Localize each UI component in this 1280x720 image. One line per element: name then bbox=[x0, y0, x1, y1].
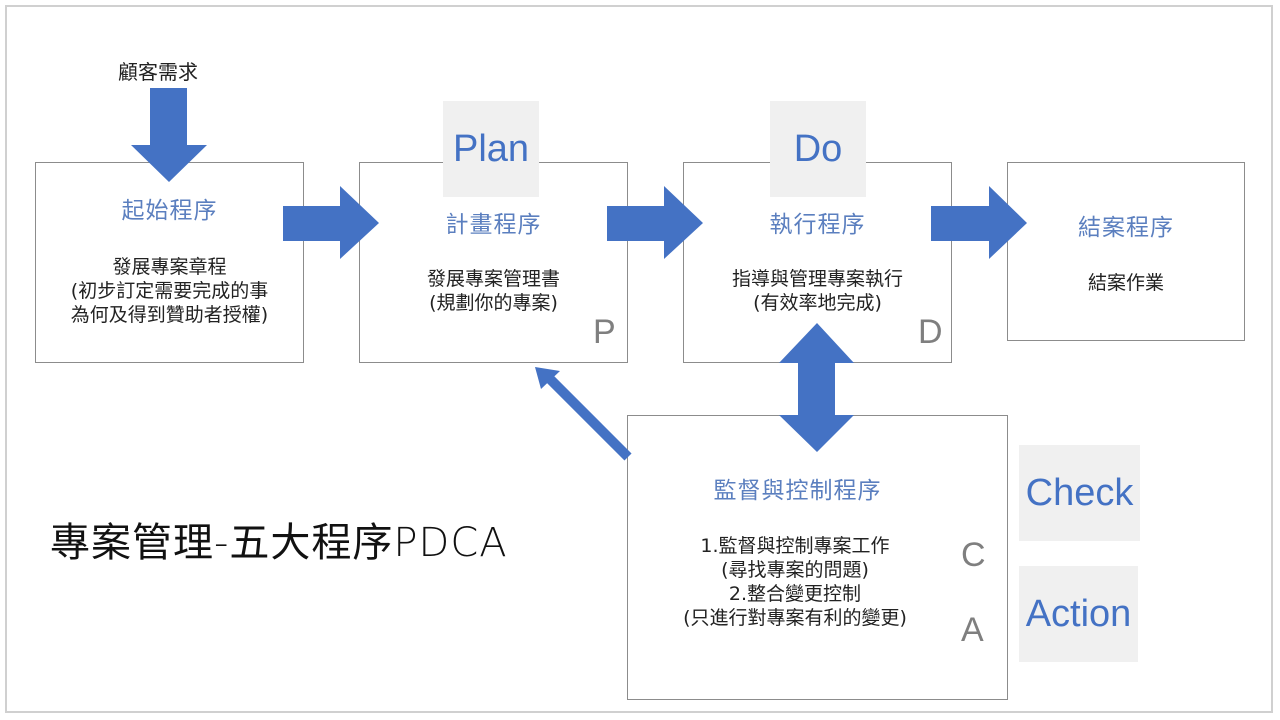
initiating-process-title: 起始程序 bbox=[121, 198, 218, 224]
monitoring-process-body: 1.監督與控制專案工作 (尋找專案的問題) 2.整合變更控制 (只進行對專案有利… bbox=[683, 535, 907, 629]
plan-letter-p: P bbox=[593, 313, 616, 351]
action-tag: Action bbox=[1019, 566, 1138, 662]
monitoring-to-planning-feedback-arrow bbox=[535, 367, 632, 461]
plan-tag: Plan bbox=[443, 101, 539, 197]
initiating-process-box: 起始程序 發展專案章程 (初步訂定需要完成的事 為何及得到贊助者授權) bbox=[35, 162, 304, 363]
action-letter-a: A bbox=[961, 611, 984, 649]
customer-demand-down-arrow bbox=[131, 88, 207, 182]
planning-process-title: 計畫程序 bbox=[445, 212, 542, 238]
executing-process-body: 指導與管理專案執行 (有效率地完成) bbox=[731, 268, 903, 314]
customer-demand-label: 顧客需求 bbox=[118, 60, 198, 84]
check-tag: Check bbox=[1019, 445, 1140, 541]
monitoring-process-title: 監督與控制程序 bbox=[713, 478, 882, 504]
slide-title: 專案管理-五大程序PDCA bbox=[50, 520, 508, 566]
executing-process-title: 執行程序 bbox=[769, 212, 866, 238]
do-tag: Do bbox=[770, 101, 866, 197]
monitoring-process-box: 監督與控制程序 1.監督與控制專案工作 (尋找專案的問題) 2.整合變更控制 (… bbox=[627, 415, 1008, 700]
closing-process-body: 結案作業 bbox=[1087, 272, 1164, 294]
check-letter-c: C bbox=[961, 536, 986, 574]
initiating-to-planning-arrow bbox=[283, 186, 379, 259]
planning-to-executing-arrow bbox=[607, 186, 703, 259]
do-letter-d: D bbox=[918, 313, 943, 351]
executing-monitoring-double-arrow bbox=[779, 323, 854, 452]
executing-to-closing-arrow bbox=[931, 186, 1027, 259]
closing-process-box: 結案程序 結案作業 bbox=[1007, 162, 1245, 341]
initiating-process-body: 發展專案章程 (初步訂定需要完成的事 為何及得到贊助者授權) bbox=[70, 256, 269, 326]
planning-process-body: 發展專案管理書 (規劃你的專案) bbox=[426, 268, 560, 314]
closing-process-title: 結案程序 bbox=[1078, 215, 1174, 241]
